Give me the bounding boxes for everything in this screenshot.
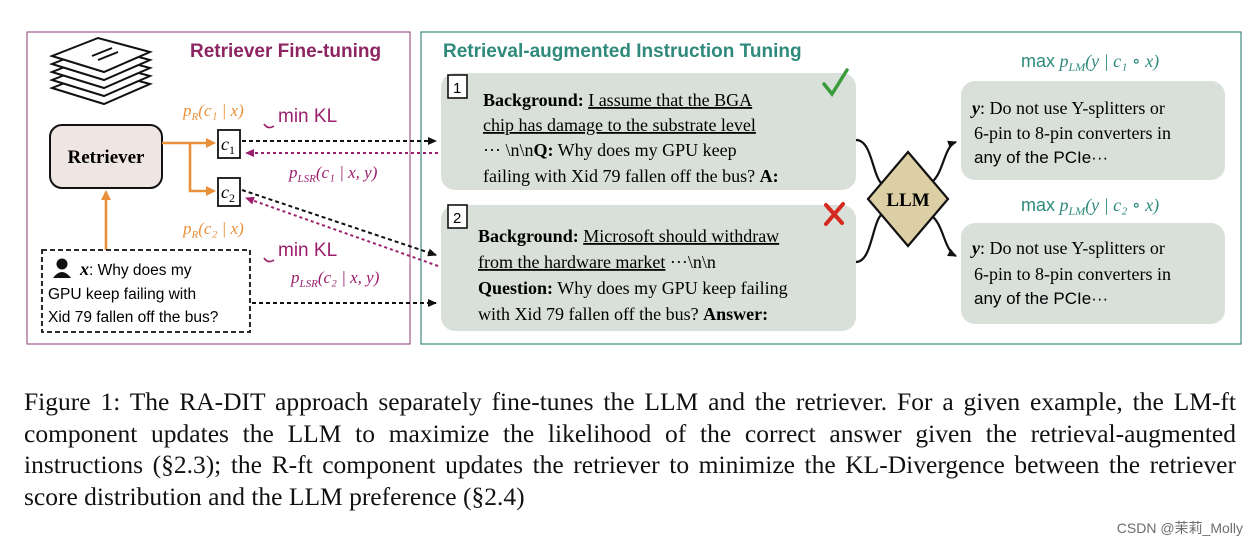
p-lsr-c2-label: pLSR(c₂ | x, y) bbox=[290, 268, 380, 290]
query-line-3: Xid 79 fallen off the bus? bbox=[48, 309, 219, 326]
answer-2-line-2: 6-pin to 8-pin converters in bbox=[974, 264, 1171, 284]
box-2-line-2: from the hardware market ···\n\n bbox=[478, 252, 716, 272]
check-icon bbox=[822, 68, 849, 98]
max-p-lm-2-label: max pLM(y | c₂ ∘ x) bbox=[1021, 195, 1159, 218]
figure-caption: Figure 1: The RA-DIT approach separately… bbox=[24, 387, 1236, 511]
answer-2-line-1: y: Do not use Y-splitters or bbox=[970, 238, 1165, 258]
instruction-box-1 bbox=[441, 73, 856, 190]
figure-diagram: Retriever Fine-tuning Retrieval-augmente… bbox=[26, 31, 1242, 345]
orange-retrieval-arrows bbox=[101, 138, 216, 250]
c2-box bbox=[217, 177, 241, 207]
query-box bbox=[41, 249, 251, 333]
document-stack-icon bbox=[48, 36, 154, 106]
answer-1-line-1: y: Do not use Y-splitters or bbox=[970, 98, 1165, 118]
cross-icon bbox=[824, 202, 845, 226]
min-kl-1-squiggle bbox=[263, 123, 275, 129]
query-line-1: x: Why does my bbox=[79, 259, 192, 279]
box-2-line-1: Background: Microsoft should withdraw bbox=[478, 226, 779, 246]
instruction-box-2 bbox=[441, 205, 856, 331]
max-p-lm-1-label: max pLM(y | c₁ ∘ x) bbox=[1021, 51, 1159, 74]
box-1-line-2: chip has damage to the substrate level bbox=[483, 115, 756, 135]
llm-flow-curves bbox=[855, 138, 957, 264]
box-2-number-frame bbox=[447, 204, 468, 229]
p-r-c1-label: pR(c₁ | x) bbox=[182, 101, 244, 123]
dashed-lsr-arrows bbox=[245, 149, 439, 267]
answer-box-1 bbox=[961, 81, 1225, 180]
c1-label: c1 bbox=[221, 134, 235, 157]
right-panel-title: Retrieval-augmented Instruction Tuning bbox=[443, 41, 802, 62]
box-1-line-4: failing with Xid 79 fallen off the bus? … bbox=[483, 166, 779, 186]
query-line-2: GPU keep failing with bbox=[48, 286, 196, 303]
p-lsr-c1-label: pLSR(c₁ | x, y) bbox=[288, 163, 378, 185]
answer-box-2 bbox=[961, 223, 1225, 324]
c2-label: c2 bbox=[221, 182, 235, 205]
answer-2-line-3: any of the PCIe··· bbox=[974, 289, 1108, 308]
dashed-context-arrows bbox=[241, 137, 437, 307]
retriever-label: Retriever bbox=[68, 147, 146, 168]
box-1-number-frame bbox=[447, 74, 468, 99]
box-2-line-4: with Xid 79 fallen off the bus? Answer: bbox=[478, 304, 768, 324]
answer-1-line-2: 6-pin to 8-pin converters in bbox=[974, 123, 1171, 143]
retriever-box bbox=[49, 124, 163, 189]
box-2-number: 2 bbox=[453, 210, 461, 227]
llm-label: LLM bbox=[886, 190, 929, 211]
min-kl-1-label: min KL bbox=[278, 106, 337, 127]
c1-box bbox=[217, 129, 241, 159]
box-2-line-3: Question: Why does my GPU keep failing bbox=[478, 278, 788, 298]
box-1-line-3: ··· \n\nQ: Why does my GPU keep bbox=[483, 140, 737, 160]
box-1-line-1: Background: I assume that the BGA bbox=[483, 90, 752, 110]
min-kl-2-label: min KL bbox=[278, 240, 337, 261]
box-1-number: 1 bbox=[453, 80, 461, 97]
left-panel-title: Retriever Fine-tuning bbox=[190, 41, 381, 62]
watermark: CSDN @茉莉_Molly bbox=[1116, 520, 1243, 536]
min-kl-2-squiggle bbox=[263, 257, 275, 263]
llm-diamond bbox=[866, 150, 950, 248]
answer-1-line-3: any of the PCIe··· bbox=[974, 148, 1108, 167]
user-icon bbox=[53, 258, 71, 278]
p-r-c2-label: pR(c₂ | x) bbox=[182, 219, 244, 241]
